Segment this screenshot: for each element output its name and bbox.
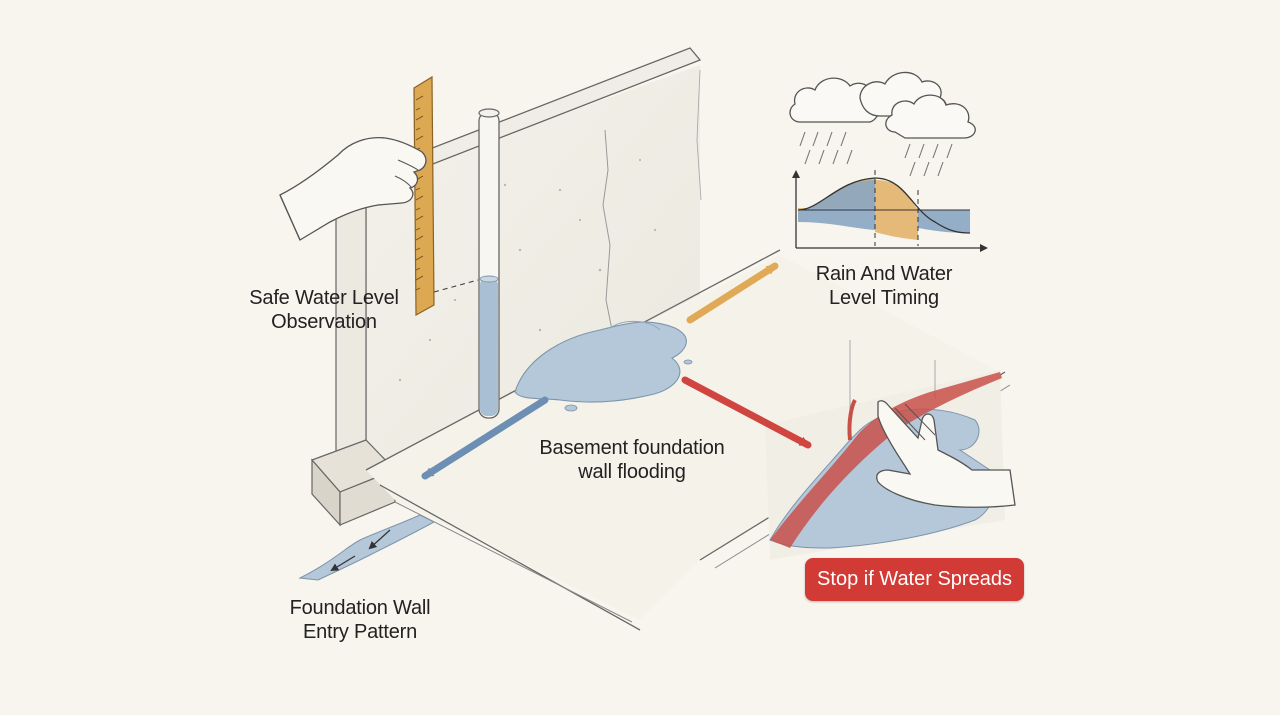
- timing-chart: [792, 170, 988, 252]
- rain-timing-line-1: Rain And Water: [815, 263, 953, 285]
- safe-water-level-label: Safe Water Level Observation: [232, 286, 416, 334]
- rain-timing-label: Rain And Water Level Timing: [800, 262, 968, 310]
- flow-arrows: [421, 262, 812, 480]
- basement-flooding-line-2: wall flooding: [578, 461, 686, 483]
- wall-column: [310, 204, 397, 527]
- safe-water-level-line-1: Safe Water Level: [249, 287, 399, 309]
- basement-flooding-line-1: Basement foundation: [539, 437, 725, 459]
- entry-pattern-line-1: Foundation Wall: [289, 597, 431, 619]
- water-puddle: [514, 321, 693, 412]
- measuring-tube-icon: [478, 108, 500, 419]
- rain-cloud-icon: [789, 71, 976, 177]
- hand-holding-ruler-icon: [279, 136, 427, 241]
- rain-timing-line-2: Level Timing: [829, 287, 939, 309]
- entry-pattern-label: Foundation Wall Entry Pattern: [270, 596, 450, 644]
- safe-water-level-line-2: Observation: [271, 311, 377, 333]
- water-entry-stream: [298, 514, 436, 581]
- ruler-icon: [413, 75, 479, 317]
- basement-flooding-label: Basement foundation wall flooding: [522, 436, 742, 484]
- entry-pattern-line-2: Entry Pattern: [302, 621, 418, 643]
- hand-pressing-wall-icon: [769, 372, 1016, 549]
- stop-warning-badge: Stop if Water Spreads: [805, 558, 1024, 601]
